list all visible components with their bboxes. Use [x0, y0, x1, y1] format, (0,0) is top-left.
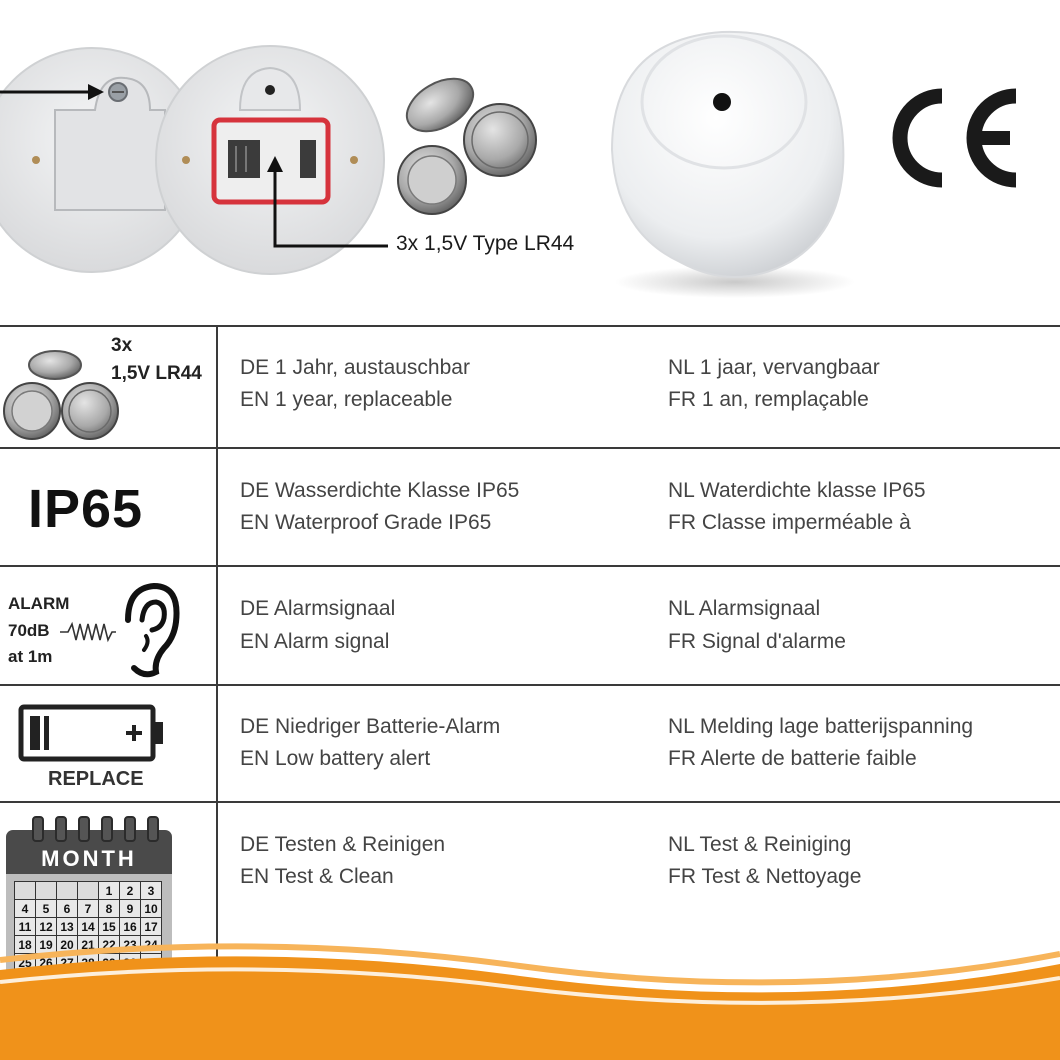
product-image-area: 3x 1,5V Type LR44: [0, 0, 1060, 325]
calendar-day-cell: 8: [98, 899, 120, 918]
calendar-day-cell: 17: [140, 917, 162, 936]
row-battery-de: DE 1 Jahr, austauschbar: [240, 356, 470, 379]
orange-wave-footer: [0, 943, 1060, 1060]
row-lowbat-nl: NL Melding lage batterijspanning: [668, 715, 974, 738]
calendar-day-cell: 9: [119, 899, 141, 918]
calendar-ring: [78, 816, 90, 842]
calendar-day-cell: 3: [140, 881, 162, 900]
row-test-en: EN Test & Clean: [240, 865, 394, 888]
calendar-day-cell: 6: [56, 899, 78, 918]
row-battery-nl: NL 1 jaar, vervangbaar: [668, 356, 880, 379]
row-test-de: DE Testen & Reinigen: [240, 833, 446, 856]
calendar-day-cell: 1: [98, 881, 120, 900]
replace-label: REPLACE: [48, 768, 144, 790]
battery-type-callout: 3x 1,5V Type LR44: [396, 232, 575, 255]
row-battery-en: EN 1 year, replaceable: [240, 388, 453, 411]
calendar-ring: [55, 816, 67, 842]
row-alarm-de: DE Alarmsignaal: [240, 597, 396, 620]
product-illustration: [0, 30, 855, 298]
battery-type-label: 1,5V LR44: [111, 363, 202, 384]
battery-count-label: 3x: [111, 335, 133, 356]
calendar-day-cell: 7: [77, 899, 99, 918]
calendar-ring: [32, 816, 44, 842]
low-battery-icon: [18, 704, 163, 762]
alarm-db-label: 70dB: [8, 621, 50, 640]
row-ip65-de: DE Wasserdichte Klasse IP65: [240, 479, 520, 502]
row-ip65-nl: NL Waterdichte klasse IP65: [668, 479, 926, 502]
calendar-day-cell: 18: [14, 935, 36, 954]
calendar-day-cell: 5: [35, 899, 57, 918]
row-battery-fr: FR 1 an, remplaçable: [668, 388, 869, 411]
row-alarm-nl: NL Alarmsignaal: [668, 597, 821, 620]
calendar-day-cell: 11: [14, 917, 36, 936]
calendar-day-cell: 10: [140, 899, 162, 918]
table-divider: [0, 447, 1060, 449]
row-lowbat-de: DE Niedriger Batterie-Alarm: [240, 715, 501, 738]
calendar-month-label: MONTH: [41, 846, 137, 871]
table-divider: [0, 565, 1060, 567]
row-ip65-en: EN Waterproof Grade IP65: [240, 511, 492, 534]
calendar-day-cell: [77, 881, 99, 900]
table-column-divider: [216, 325, 218, 965]
battery-arrow: [273, 170, 388, 248]
row-alarm-en: EN Alarm signal: [240, 630, 390, 653]
sensor-hole: [713, 93, 731, 111]
ear-icon: [60, 582, 180, 678]
calendar-ring: [147, 816, 159, 842]
calendar-day-cell: 4: [14, 899, 36, 918]
calendar-day-cell: [14, 881, 36, 900]
table-divider: [0, 325, 1060, 327]
alarm-distance-label: at 1m: [8, 647, 53, 666]
water-alarm-device: [610, 30, 845, 278]
calendar-day-cell: [56, 881, 78, 900]
calendar-day-cell: 2: [119, 881, 141, 900]
table-divider: [0, 801, 1060, 803]
calendar-ring: [101, 816, 113, 842]
row-test-fr: FR Test & Nettoyage: [668, 865, 862, 888]
row-test-nl: NL Test & Reiniging: [668, 833, 852, 856]
ce-mark-icon: [892, 88, 1017, 188]
calendar-day-cell: 19: [35, 935, 57, 954]
calendar-day-cell: [35, 881, 57, 900]
row-lowbat-en: EN Low battery alert: [240, 747, 431, 770]
battery-cells-icon: 3x 1,5V LR44: [0, 327, 216, 447]
calendar-day-cell: 15: [98, 917, 120, 936]
alarm-label: ALARM: [8, 594, 70, 613]
row-lowbat-fr: FR Alerte de batterie faible: [668, 747, 917, 770]
row-alarm-fr: FR Signal d'alarme: [668, 630, 846, 653]
calendar-ring: [124, 816, 136, 842]
lr44-cells-image: [397, 77, 537, 215]
ip65-label: IP65: [28, 479, 144, 539]
row-ip65-fr: FR Classe imperméable à: [668, 511, 911, 534]
table-divider: [0, 684, 1060, 686]
